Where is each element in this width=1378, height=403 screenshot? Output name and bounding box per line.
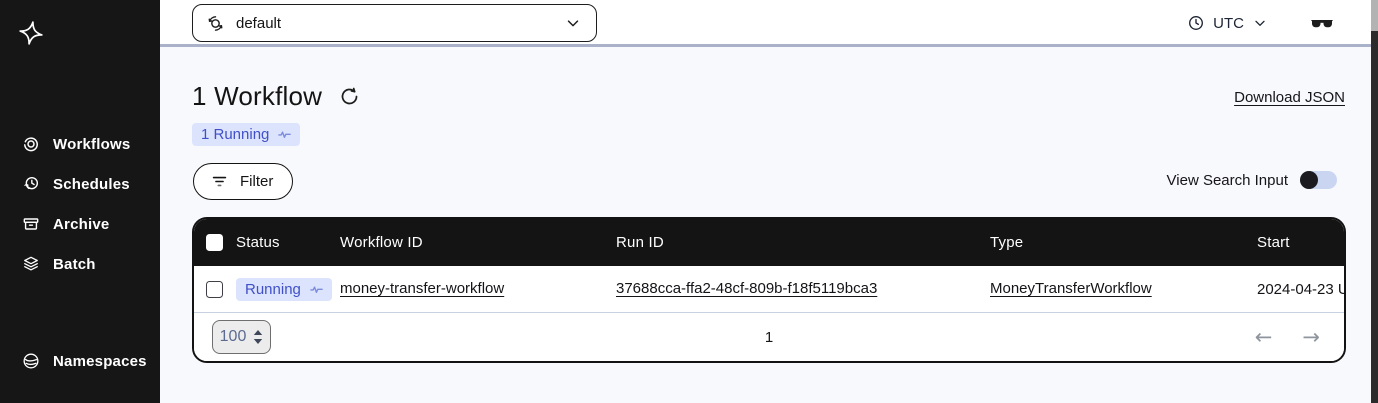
schedules-icon [21, 174, 41, 194]
batch-icon [21, 254, 41, 274]
clock-icon [1187, 14, 1205, 32]
view-search-input-toggle[interactable] [1300, 171, 1337, 189]
page-size-select[interactable]: 100 [212, 320, 271, 354]
refresh-icon[interactable] [339, 86, 360, 107]
filter-button[interactable]: Filter [193, 163, 294, 200]
scrollbar-thumb[interactable] [1371, 0, 1378, 31]
column-header-workflow-id[interactable]: Workflow ID [340, 234, 423, 251]
toggle-knob [1300, 171, 1318, 189]
sidebar-item-namespaces[interactable]: Namespaces [0, 345, 160, 377]
workflow-type-link[interactable]: MoneyTransferWorkflow [990, 280, 1152, 297]
topbar: default UTC [160, 0, 1378, 47]
namespace-switcher-icon [205, 13, 226, 34]
current-page-indicator: 1 [764, 328, 774, 346]
sidebar-item-schedules[interactable]: Schedules [0, 168, 160, 200]
download-json-link[interactable]: Download JSON [1234, 89, 1345, 106]
namespace-select[interactable]: default [192, 4, 597, 42]
workflows-icon [21, 134, 41, 154]
table-header-row: Status Workflow ID Run ID Type Start [194, 219, 1344, 266]
workflow-count-title: 1 Workflow [192, 81, 323, 111]
filter-icon [210, 172, 229, 191]
next-page-arrow-icon[interactable]: → [1302, 325, 1320, 349]
namespaces-icon [21, 351, 41, 371]
scrollbar-track[interactable] [1371, 31, 1378, 403]
previous-page-arrow-icon[interactable]: ← [1254, 325, 1273, 349]
temporal-logo-icon[interactable] [18, 20, 44, 46]
page-size-value: 100 [219, 328, 247, 345]
status-badge: Running [236, 277, 332, 301]
start-time-cell: 2024-04-23 UTC [1257, 280, 1344, 298]
workflows-table: Status Workflow ID Run ID Type Start Run… [192, 217, 1346, 363]
timezone-select[interactable]: UTC [1187, 10, 1268, 36]
sidebar: Workflows Schedules Archive Batch Namesp [0, 0, 160, 403]
row-checkbox[interactable] [206, 280, 223, 298]
select-all-checkbox[interactable] [206, 234, 223, 251]
column-header-status[interactable]: Status [236, 234, 280, 251]
badge-label: 1 Running [201, 126, 270, 143]
main-content: 1 Workflow Download JSON 1 Running Filte… [160, 47, 1378, 403]
workflow-id-link[interactable]: money-transfer-workflow [340, 280, 505, 297]
running-count-badge[interactable]: 1 Running [192, 123, 301, 146]
sidebar-item-label: Namespaces [53, 352, 147, 370]
sidebar-item-label: Batch [53, 255, 96, 273]
sidebar-item-label: Archive [53, 215, 110, 233]
view-search-input-control: View Search Input [1167, 171, 1337, 189]
sidebar-item-archive[interactable]: Archive [0, 208, 160, 240]
pagination-bar: 100 1 ← → [194, 312, 1344, 361]
sidebar-item-batch[interactable]: Batch [0, 248, 160, 280]
pulse-icon [278, 130, 292, 139]
sidebar-item-label: Schedules [53, 175, 130, 193]
column-header-run-id[interactable]: Run ID [616, 234, 664, 251]
pulse-icon [310, 285, 323, 294]
glasses-icon[interactable] [1308, 11, 1336, 35]
page-title: 1 Workflow [192, 81, 360, 112]
run-id-link[interactable]: 37688cca-ffa2-48cf-809b-f18f5119bca3 [616, 280, 878, 297]
table-row[interactable]: Running money-transfer-workflow 37688cca… [194, 266, 1344, 312]
chevron-down-icon [1252, 15, 1268, 31]
up-down-arrows-icon [253, 329, 263, 345]
namespace-select-value: default [236, 14, 282, 32]
column-header-start[interactable]: Start [1257, 234, 1290, 251]
archive-icon [21, 214, 41, 234]
sidebar-item-label: Workflows [53, 135, 131, 153]
chevron-down-icon [564, 14, 582, 32]
column-header-type[interactable]: Type [990, 234, 1024, 251]
filter-button-label: Filter [240, 173, 274, 190]
status-label: Running [245, 280, 301, 298]
view-search-input-label: View Search Input [1166, 171, 1288, 189]
timezone-value: UTC [1213, 14, 1244, 32]
sidebar-item-workflows[interactable]: Workflows [0, 128, 160, 160]
